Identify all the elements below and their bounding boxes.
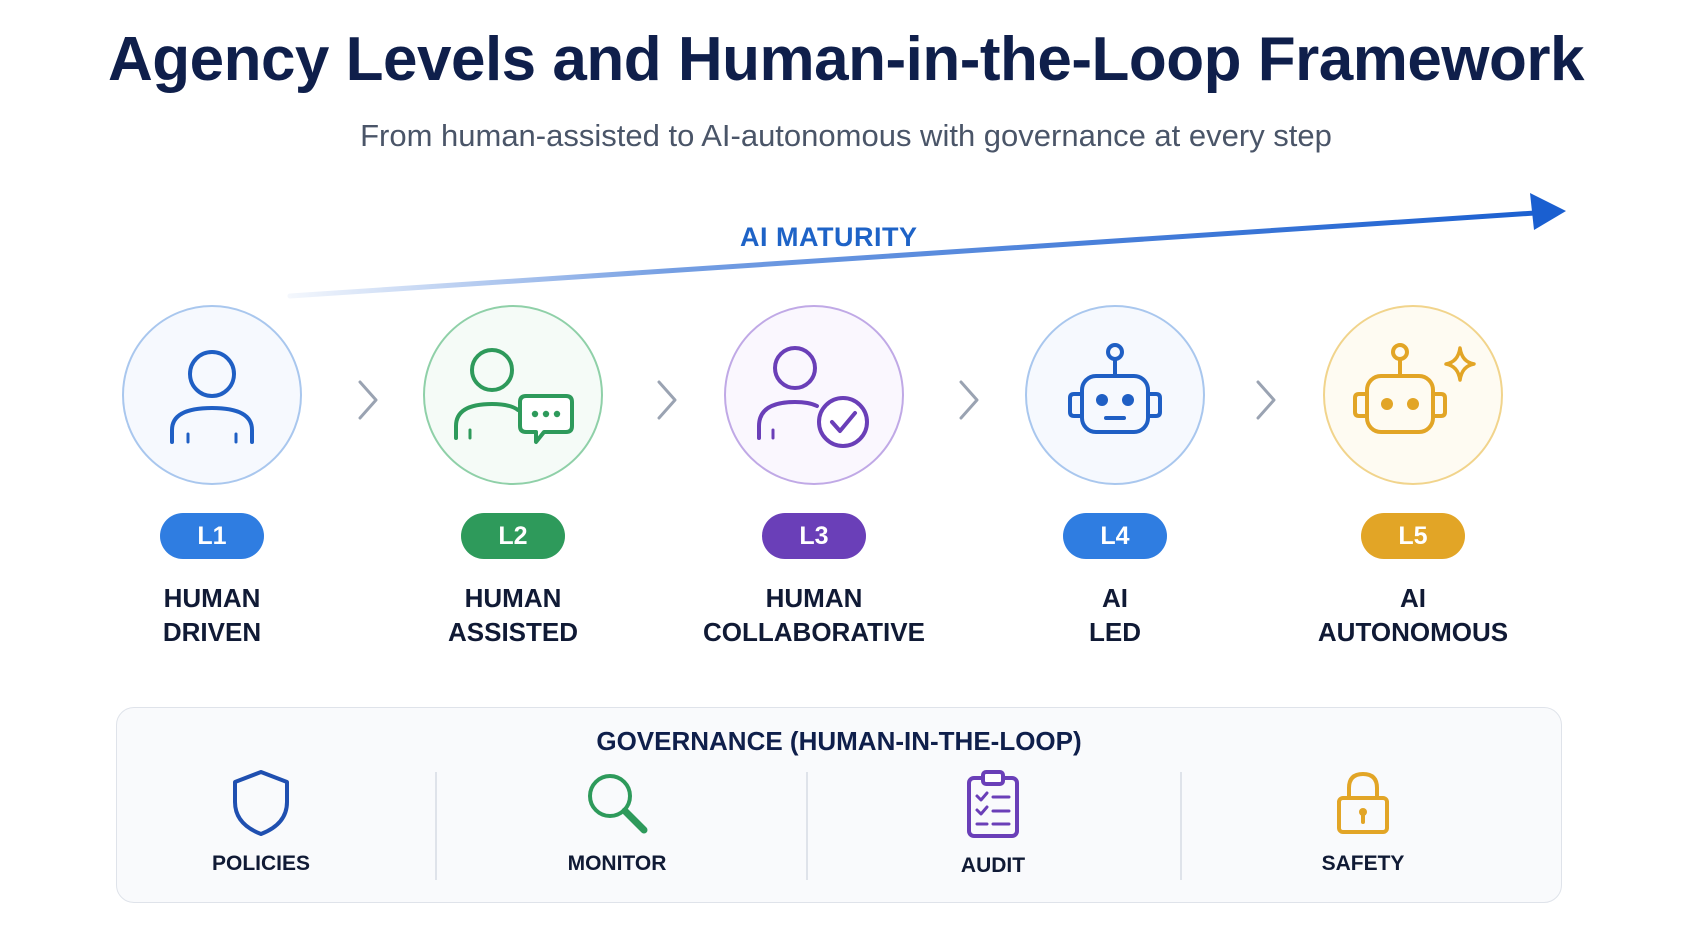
governance-panel: GOVERNANCE (HUMAN-IN-THE-LOOP) POLICIES … [116,707,1562,903]
governance-label: SAFETY [1321,852,1405,875]
person-icon [170,350,254,444]
level-name-line1: HUMAN [163,583,261,613]
level-l4-circle [1025,305,1205,485]
divider [435,772,437,880]
maturity-arrow [287,193,1566,299]
level-name-line2: ASSISTED [447,617,579,647]
level-badge: L2 [461,513,565,559]
governance-item-policies: POLICIES [141,768,381,876]
robot-icon [1068,343,1162,434]
governance-label: AUDIT [960,854,1026,877]
robot-sparkle-icon [1353,343,1476,434]
shield-icon [233,770,289,836]
padlock-icon [1337,771,1389,834]
level-l5: L5 AI AUTONOMOUS [1293,305,1533,649]
level-name-line1: AI [1102,583,1128,613]
governance-item-monitor: MONITOR [497,768,737,876]
person-check-icon [757,346,869,448]
governance-item-audit: AUDIT [873,768,1113,878]
page-subtitle: From human-assisted to AI-autonomous wit… [360,118,1332,153]
governance-item-safety: SAFETY [1243,768,1483,876]
level-name-line2: COLLABORATIVE [703,617,925,647]
level-name: AI AUTONOMOUS [1318,581,1508,649]
clipboard-checklist-icon [967,770,1019,838]
governance-title: GOVERNANCE (HUMAN-IN-THE-LOOP) [596,726,1082,756]
level-name: HUMAN DRIVEN [163,581,261,649]
level-name-line1: HUMAN [464,583,562,613]
level-badge: L3 [762,513,866,559]
level-l1-circle [122,305,302,485]
level-badge: L4 [1063,513,1167,559]
person-chat-icon [454,348,574,444]
chevron-right-icon [1256,380,1276,420]
level-l2: L2 HUMAN ASSISTED [393,305,633,649]
divider [1180,772,1182,880]
chevron-right-icon [959,380,979,420]
governance-label: MONITOR [567,852,667,875]
level-badge: L5 [1361,513,1465,559]
governance-label: POLICIES [211,852,311,875]
chevron-right-icon [657,380,677,420]
ai-maturity-label: AI MATURITY [740,222,918,252]
magnifier-icon [588,774,648,834]
chevron-right-icon [358,380,378,420]
page-title: Agency Levels and Human-in-the-Loop Fram… [107,25,1585,94]
level-name: HUMAN ASSISTED [448,581,578,649]
level-l3: L3 HUMAN COLLABORATIVE [694,305,934,649]
level-l5-circle [1323,305,1503,485]
level-badge: L1 [160,513,264,559]
level-name-line2: LED [1089,617,1141,647]
level-name: HUMAN COLLABORATIVE [703,581,925,649]
level-name-line1: AI [1399,583,1426,613]
level-l3-circle [724,305,904,485]
level-name-line2: DRIVEN [162,617,262,647]
level-name-line2: AUTONOMOUS [1317,617,1509,647]
level-l2-circle [423,305,603,485]
level-name: AI LED [1089,581,1141,649]
level-l1: L1 HUMAN DRIVEN [92,305,332,649]
level-name-line1: HUMAN [765,583,863,613]
level-l4: L4 AI LED [995,305,1235,649]
divider [806,772,808,880]
